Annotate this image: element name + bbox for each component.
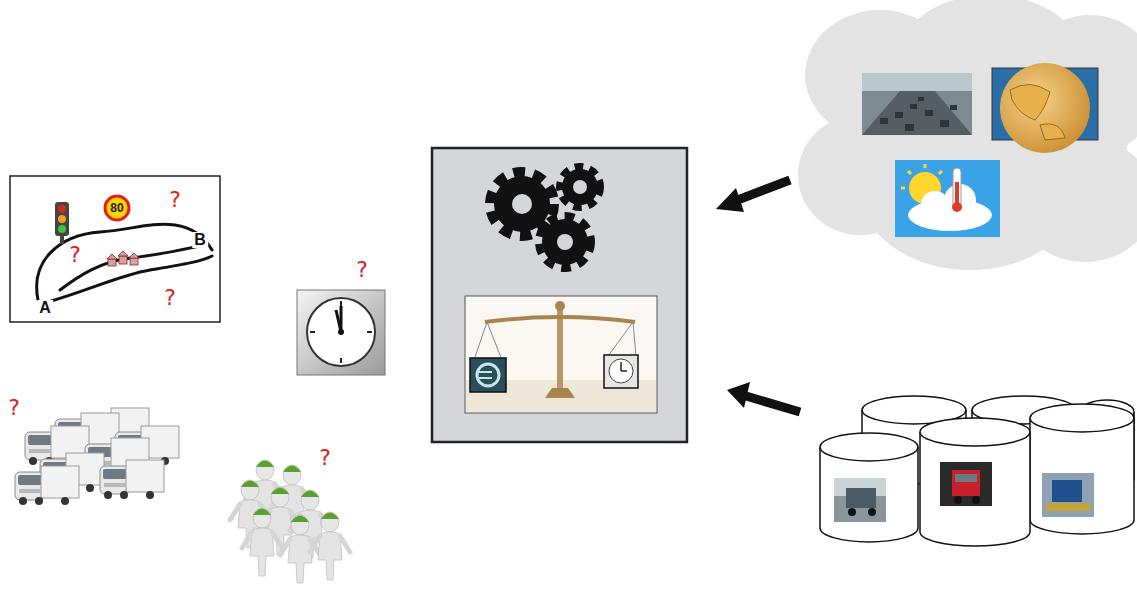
input-arrows [716,180,800,412]
truck-fleet [15,408,179,505]
external-data-cloud [798,0,1137,270]
houses [107,251,139,266]
speed-sign [105,196,129,220]
map-panel: ? 80B?? A [10,176,220,322]
question-mark: ? [162,287,178,309]
engine-box [432,148,687,442]
traffic-photo [862,73,972,135]
traffic-light [55,202,69,244]
question-mark: ? [67,244,83,266]
globe-photo [992,63,1098,153]
point-label: B [192,232,208,248]
weather-icon [895,160,1000,237]
road-map [10,176,220,322]
clock-icon [297,290,385,375]
point-label: A [37,300,53,316]
question-mark: ? [319,447,331,469]
balance-scale [465,296,657,413]
question-mark: ? [356,259,368,281]
databases [820,396,1134,546]
question-mark: ? [8,397,20,419]
speed-limit: 80 [110,202,123,214]
question-mark: ? [167,189,183,211]
gears [492,168,599,266]
staff-group [230,460,350,583]
